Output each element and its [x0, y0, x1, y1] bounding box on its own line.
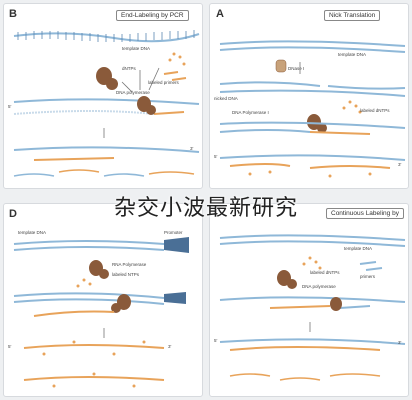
dna-product-a	[219, 154, 406, 169]
dna-nicked-a	[219, 81, 406, 97]
label-template-b: template DNA	[122, 46, 151, 51]
panel-a: A Nick Translation	[209, 3, 409, 189]
label-3prime-a: 3'	[398, 162, 402, 167]
dna-template-d	[13, 240, 165, 251]
primers-c	[359, 261, 383, 271]
label-dntps-c: labeled dNTPs	[310, 270, 340, 275]
label-dots-a	[248, 170, 372, 178]
label-primers-b: labeled primers	[148, 80, 179, 85]
polymerase-c	[277, 270, 297, 289]
panel-b: B End-Labeling by PCR	[3, 3, 203, 189]
dna-product-b	[13, 146, 200, 161]
label-dntps-b: dNTPs	[122, 66, 136, 71]
panel-letter-b: B	[9, 8, 17, 20]
polymerase-a	[307, 114, 327, 133]
polymerase-d2	[111, 294, 131, 313]
panel-title-b: End-Labeling by PCR	[116, 10, 189, 21]
dna-labeling-a	[219, 121, 406, 135]
label-template-d: template DNA	[18, 230, 47, 235]
products-b	[13, 169, 195, 177]
panel-a-diagram	[219, 40, 406, 178]
panel-c: Continuous Labeling by te	[209, 203, 409, 397]
label-dnase-a: DNase I	[288, 66, 305, 71]
ntps-d	[76, 278, 92, 288]
label-promoter-d: Promoter	[164, 230, 183, 235]
label-primers-c: primers	[360, 274, 376, 279]
label-5prime-c: 5'	[214, 338, 218, 343]
panel-title-a: Nick Translation	[324, 10, 381, 21]
panel-title-c: Continuous Labeling by	[326, 208, 404, 219]
dntp-cluster-b	[168, 52, 186, 66]
label-3prime-b: 3'	[190, 146, 194, 151]
dntp-cluster-a	[342, 100, 362, 114]
dna-annealed-b	[13, 98, 200, 115]
rna-product-d	[23, 344, 165, 381]
polymerase-b2	[137, 96, 156, 115]
panel-letter-d: D	[9, 208, 17, 220]
primer-b	[163, 71, 187, 81]
label-polymerase-b: DNA polymerase	[116, 90, 150, 95]
label-template-a: template DNA	[338, 52, 367, 57]
label-rna-pol-d: RNA Polymerase	[112, 262, 147, 267]
arrows-b	[121, 67, 160, 93]
label-5prime-b: 5'	[8, 104, 12, 109]
watermark-text: 杂交小波最新研究	[113, 196, 298, 221]
dna-template-c	[219, 234, 406, 247]
label-nicked-a: nicked DNA	[214, 96, 238, 101]
dnase-a	[275, 59, 287, 73]
dntps-c	[302, 256, 322, 270]
panel-c-diagram	[219, 234, 406, 381]
label-5prime-d: 5'	[8, 344, 12, 349]
panel-b-diagram	[13, 30, 200, 177]
dna-transcribe-d	[13, 292, 186, 305]
dna-ticks-b	[17, 30, 195, 42]
panel-d: D templat	[3, 203, 203, 397]
label-5prime-a: 5'	[214, 154, 218, 159]
dna-template-a	[219, 40, 406, 53]
panel-letter-a: A	[216, 8, 224, 20]
label-dntps-a: labeled dNTPs	[360, 108, 390, 113]
label-template-c: template DNA	[344, 246, 373, 251]
dna-labeling-c	[219, 296, 406, 309]
rna-d	[33, 310, 115, 317]
polymerase-d	[89, 260, 109, 279]
dna-product-c	[219, 338, 406, 351]
label-3prime-c: 3'	[398, 340, 402, 345]
label-3prime-d: 3'	[168, 344, 172, 349]
panel-d-diagram	[13, 237, 189, 388]
products-c	[229, 373, 381, 381]
label-polymerase-a: DNA Polymerase I	[232, 110, 269, 115]
polymerase-c2	[330, 297, 342, 311]
label-polymerase-c: DNA polymerase	[302, 284, 336, 289]
label-ntps-d: labeled NTPs	[112, 272, 140, 277]
rna-dots-d	[42, 340, 146, 388]
promoter-d	[164, 237, 189, 253]
polymerase-b	[96, 67, 118, 90]
